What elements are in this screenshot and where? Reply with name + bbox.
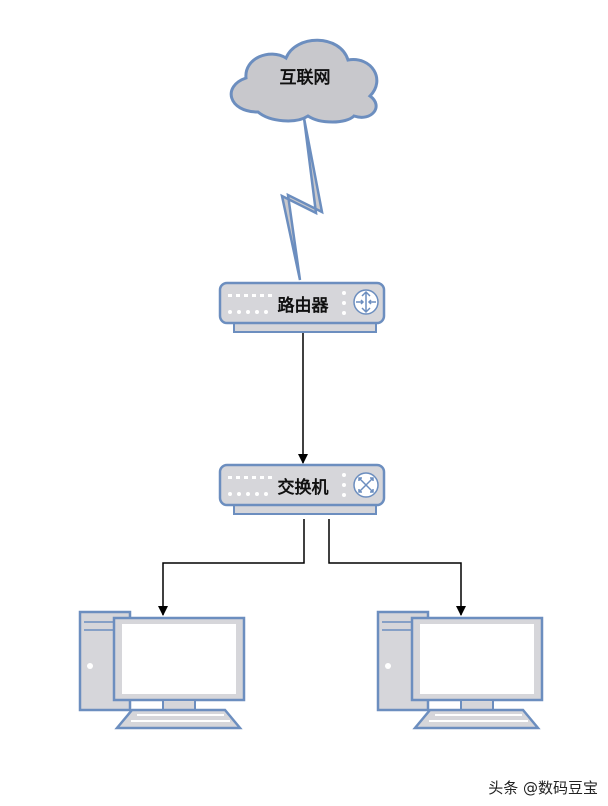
switch-device: 交换机 [218, 463, 386, 515]
switch-left-pc-link [158, 519, 305, 616]
router-port-dots [228, 291, 346, 315]
lightning-link [280, 117, 324, 281]
router-device: 路由器 [218, 281, 386, 333]
internet-label: 互联网 [280, 68, 331, 88]
switch-port-dots [228, 473, 346, 497]
router-icon [353, 289, 379, 315]
router-label: 路由器 [278, 295, 330, 316]
switch-label: 交换机 [278, 477, 329, 498]
switch-icon [353, 472, 379, 498]
internet-cloud: 互联网 [229, 38, 379, 124]
left-pc-screen [122, 624, 236, 694]
right-pc-keyboard [412, 708, 541, 730]
right-pc-screen [420, 624, 534, 694]
watermark: 头条 @数码豆宝 [488, 779, 598, 797]
left-computer [78, 610, 246, 730]
switch-right-pc-link [328, 519, 466, 616]
left-pc-keyboard [114, 708, 243, 730]
cloud-shape [229, 38, 379, 124]
right-computer [376, 610, 544, 730]
